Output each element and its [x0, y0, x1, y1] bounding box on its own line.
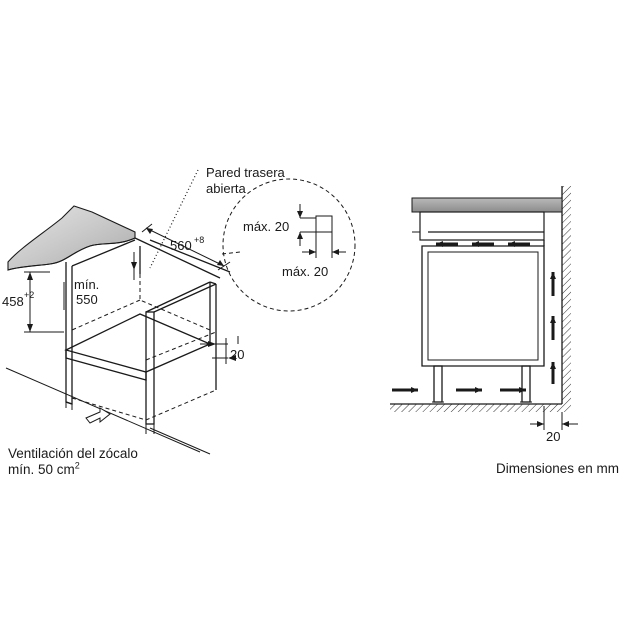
dim-line [145, 227, 225, 267]
min-height-dimension [63, 252, 137, 310]
ventilation-line-1: Ventilación del zócalo [8, 446, 138, 461]
arrowhead-icon [208, 341, 216, 347]
back-top-rail [134, 237, 221, 279]
cabinet-isometric: 458 +2 mín. 550 560 +8 20 [2, 165, 356, 455]
leader-line [149, 169, 199, 269]
side-gap-dimension [200, 336, 239, 364]
arrowhead-icon [217, 260, 224, 266]
wall-hatch [562, 186, 571, 412]
arrowhead-icon [146, 228, 153, 234]
back-wall-label-2: abierta [206, 181, 247, 196]
airflow-arrows [392, 241, 556, 393]
depth-value: 560 [170, 238, 192, 253]
units-note: Dimensiones en mm [496, 461, 620, 476]
arrowhead-icon [332, 249, 339, 255]
wall-gap-dimension [530, 406, 578, 430]
right-side-panel [145, 311, 155, 425]
detail-leader [221, 251, 241, 255]
detail-gap [297, 204, 346, 258]
floor-hatch [390, 404, 562, 412]
detail-max-horizontal: máx. 20 [282, 264, 328, 279]
ventilation-caption: Ventilación del zócalo mín. 50 cm2 [8, 446, 138, 478]
arrowhead-icon [309, 249, 316, 255]
wall-gap-value: 20 [546, 429, 560, 444]
section-leg-front [433, 365, 443, 403]
section-leg-back [521, 365, 531, 403]
hidden-edge [71, 299, 141, 331]
arrowhead-icon [131, 262, 137, 270]
floor-line [149, 427, 211, 455]
ventilation-area: mín. 50 cm [8, 462, 75, 477]
section-worktop [411, 197, 563, 213]
right-top-edge [209, 281, 217, 285]
right-top-edge [145, 281, 211, 313]
height-dimension [24, 271, 64, 333]
detail-circle [222, 178, 356, 312]
section-oven-top [419, 211, 545, 241]
hidden-edge [145, 331, 217, 361]
extension-line [141, 223, 153, 233]
ventilation-area-unit: 2 [74, 460, 80, 471]
ventilation-line-2: mín. 50 cm2 [8, 460, 138, 478]
detail-square [315, 215, 333, 233]
arrowhead-icon [297, 232, 303, 239]
hidden-edge [71, 389, 217, 421]
arrowhead-icon [537, 421, 544, 427]
cabinet-inner [427, 251, 539, 361]
arrowhead-icon [297, 211, 303, 218]
back-wall-label: Pared trasera [206, 165, 286, 180]
cabinet-section: 20 [390, 186, 578, 444]
arrowhead-icon [27, 324, 33, 332]
min-value: 550 [76, 292, 98, 307]
arrowhead-icon [562, 421, 569, 427]
panel-edge [65, 401, 73, 405]
right-top-edge [153, 283, 217, 313]
side-gap-value: 20 [230, 347, 244, 362]
hidden-edge [139, 246, 211, 331]
depth-tolerance: +8 [194, 235, 204, 245]
height-tolerance: +2 [24, 290, 34, 300]
section-cabinet [421, 245, 545, 367]
shelf-front [65, 350, 147, 381]
min-label: mín. [74, 277, 99, 292]
ventilation-arrow-icon [85, 407, 111, 424]
height-value: 458 [2, 294, 24, 309]
arrowhead-icon [27, 272, 33, 280]
detail-max-vertical: máx. 20 [243, 219, 289, 234]
arrowhead-icon [228, 355, 236, 361]
left-top-edge [71, 239, 136, 267]
depth-dimension [141, 223, 231, 271]
worktop [7, 205, 136, 271]
left-side-panel [65, 262, 73, 405]
worktop-underside [149, 239, 231, 273]
